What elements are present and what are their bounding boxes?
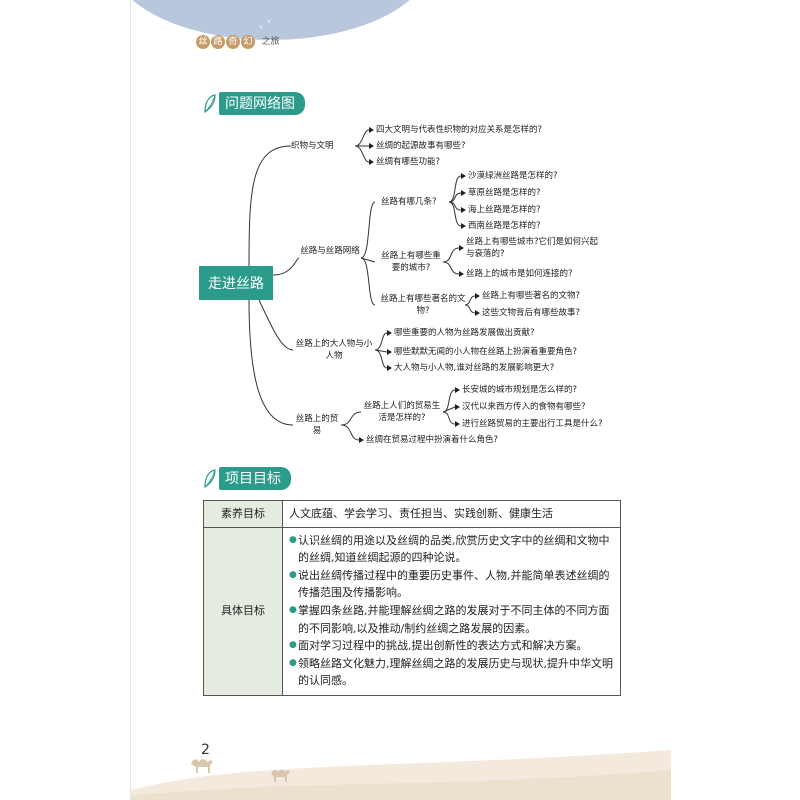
table-row: 素养目标 人文底蕴、学会学习、责任担当、实践创新、健康生活 — [203, 500, 621, 528]
list-item: ●说出丝绸传播过程中的重要历史事件、人物,并能简单表述丝绸的传播范围及传播影响。 — [289, 567, 614, 602]
branch-label: 织物与文明 — [291, 141, 334, 151]
question-item: 丝路上有哪些城市?它们是如何兴起与衰落的? — [466, 237, 599, 259]
section-title: 问题网络图 — [219, 92, 305, 115]
question-item: 草原丝路是怎样的? — [468, 188, 541, 198]
question-item: 四大文明与代表性织物的对应关系是怎样的? — [376, 125, 543, 135]
bullet-icon: ● — [289, 657, 297, 668]
row-label: 具体目标 — [203, 526, 283, 696]
goals-heading: 项目目标 — [203, 467, 291, 490]
book-page: ᵛ ᵛ 丝路奇幻 之旅 问题网络图 — [130, 0, 671, 800]
question-item: 沙漠绿洲丝路是怎样的? — [468, 171, 558, 181]
question-item: 长安城的城市规划是怎么样的? — [462, 385, 578, 395]
branch-label: 丝路上的贸易 — [295, 414, 339, 436]
question-item: 丝路上的城市是如何连接的? — [466, 269, 573, 279]
series-bead: 路 — [211, 35, 225, 49]
question-item: 丝绸的起源故事有哪些? — [376, 141, 466, 151]
sub-branch-label: 丝路上人们的贸易生活是怎样的? — [363, 401, 441, 423]
camel-icon — [191, 759, 213, 773]
question-item: 丝路上有哪些著名的文物? — [482, 291, 581, 301]
page-number: 2 — [201, 742, 210, 758]
goal-text: 领略丝路文化魅力,理解丝绸之路的发展历史与现状,提升中华文明的认同感。 — [298, 656, 613, 688]
series-bead: 幻 — [241, 35, 255, 49]
row-label: 素养目标 — [203, 500, 283, 528]
sub-branch-label: 丝路上有哪些著名的文物? — [380, 294, 466, 316]
row-value: 人文底蕴、学会学习、责任担当、实践创新、健康生活 — [282, 500, 621, 528]
goal-text: 面对学习过程中的挑战,提出创新性的表达方式和解决方案。 — [298, 639, 588, 653]
branch-label: 丝路与丝路网络 — [300, 246, 360, 256]
branch-label: 丝路上的大人物与小人物 — [295, 339, 373, 361]
sub-branch-label: 丝路有哪几条? — [381, 197, 437, 207]
goal-text: 认识丝绸的用途以及丝绸的品类,欣赏历史文字中的丝绸和文物中的丝绸,知道丝绸起源的… — [298, 533, 610, 565]
bullet-icon: ● — [289, 569, 297, 580]
sub-branch-label: 丝路上有哪些重要的城市? — [381, 251, 441, 273]
goal-text: 说出丝绸传播过程中的重要历史事件、人物,并能简单表述丝绸的传播范围及传播影响。 — [298, 568, 610, 600]
question-item: 丝绸有哪些功能? — [376, 157, 441, 167]
question-item: 进行丝路贸易的主要出行工具是什么? — [462, 419, 603, 429]
question-item: 西南丝路是怎样的? — [468, 221, 541, 231]
mindmap-center: 走进丝路 — [199, 266, 273, 300]
goal-text: 掌握四条丝路,并能理解丝绸之路的发展对于不同主体的不同方面的不同影响,以及推动/… — [298, 603, 610, 635]
list-item: ●面对学习过程中的挑战,提出创新性的表达方式和解决方案。 — [289, 637, 614, 655]
bullet-icon: ● — [289, 534, 297, 545]
question-item: 汉代以来西方传入的食物有哪些? — [462, 402, 586, 412]
question-item: 大人物与小人物,谁对丝路的发展影响更大? — [394, 363, 555, 373]
camel-icon — [271, 769, 290, 782]
desert-dune-decoration — [131, 750, 671, 800]
bird-icon: ᵛ — [259, 24, 264, 35]
list-item: ●认识丝绸的用途以及丝绸的品类,欣赏历史文字中的丝绸和文物中的丝绸,知道丝绸起源… — [289, 532, 614, 567]
series-bead: 丝 — [196, 35, 210, 49]
mindmap-connectors — [248, 127, 480, 443]
question-item: 哪些默默无闻的小人物在丝路上扮演着重要角色? — [394, 347, 578, 357]
series-tail: 之旅 — [261, 37, 280, 47]
bird-icon: ᵛ — [267, 18, 272, 29]
bullet-icon: ● — [289, 640, 297, 651]
bullet-icon: ● — [289, 604, 297, 615]
question-item: 这些文物背后有哪些故事? — [482, 308, 581, 318]
section-title: 项目目标 — [219, 467, 291, 490]
question-item: 丝绸在贸易过程中扮演着什么角色? — [366, 435, 499, 445]
question-item: 哪些重要的人物为丝路发展做出贡献? — [394, 328, 535, 338]
goals-table: 素养目标 人文底蕴、学会学习、责任担当、实践创新、健康生活 具体目标 ●认识丝绸… — [203, 500, 621, 696]
series-logo: 丝路奇幻 之旅 — [196, 34, 280, 49]
list-item: ●掌握四条丝路,并能理解丝绸之路的发展对于不同主体的不同方面的不同影响,以及推动… — [289, 602, 614, 637]
network-heading: 问题网络图 — [203, 92, 305, 115]
series-bead: 奇 — [226, 35, 240, 49]
butterfly-leaf-icon — [204, 93, 216, 113]
question-item: 海上丝路是怎样的? — [468, 205, 541, 215]
butterfly-leaf-icon — [204, 468, 216, 488]
goal-list: ●认识丝绸的用途以及丝绸的品类,欣赏历史文字中的丝绸和文物中的丝绸,知道丝绸起源… — [282, 526, 621, 696]
list-item: ●领略丝路文化魅力,理解丝绸之路的发展历史与现状,提升中华文明的认同感。 — [289, 655, 614, 690]
table-row: 具体目标 ●认识丝绸的用途以及丝绸的品类,欣赏历史文字中的丝绸和文物中的丝绸,知… — [203, 526, 621, 696]
